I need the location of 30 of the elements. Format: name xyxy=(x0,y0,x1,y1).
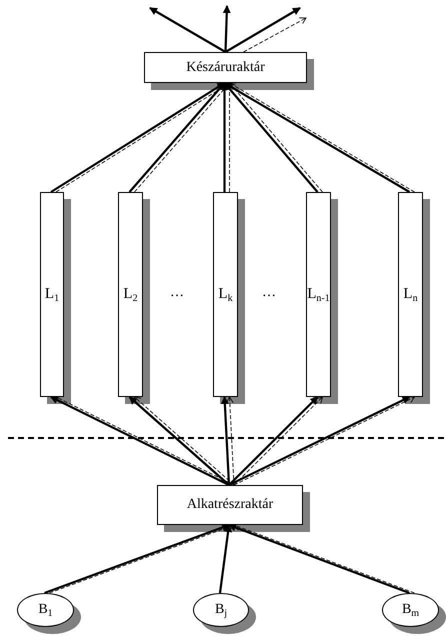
ellipsis-label: … xyxy=(262,286,276,300)
ellipse-node xyxy=(17,593,74,627)
arrow xyxy=(226,396,234,486)
process-box xyxy=(157,485,303,525)
node-label: B$_{1}$ xyxy=(38,603,53,617)
column-box xyxy=(40,192,64,397)
column-box xyxy=(213,192,238,397)
arrow xyxy=(220,396,230,486)
arrow xyxy=(224,7,301,53)
ellipsis-label: … xyxy=(170,286,184,300)
ellipse-node xyxy=(382,593,439,627)
node-label: Készáruraktár xyxy=(186,60,265,74)
arrow xyxy=(243,17,306,52)
arrow xyxy=(222,5,231,52)
arrow xyxy=(220,82,228,192)
column-box xyxy=(306,192,331,397)
node-label: B$_{j}$ xyxy=(214,603,228,617)
arrow xyxy=(149,7,226,53)
node-label: L$_{n-1}$ xyxy=(307,287,330,302)
column-box xyxy=(398,192,423,397)
process-box xyxy=(144,52,307,83)
node-label: Alkatrészraktár xyxy=(186,498,274,512)
node-label: L$_{k}$ xyxy=(218,287,233,302)
node-label: L$_{n}$ xyxy=(403,287,418,302)
arrow xyxy=(218,524,232,594)
node-label: L$_{1}$ xyxy=(44,287,60,302)
node-label: L$_{2}$ xyxy=(123,287,138,302)
column-box xyxy=(118,192,143,397)
node-label: B$_{m}$ xyxy=(402,603,420,617)
ellipse-node xyxy=(193,593,249,627)
